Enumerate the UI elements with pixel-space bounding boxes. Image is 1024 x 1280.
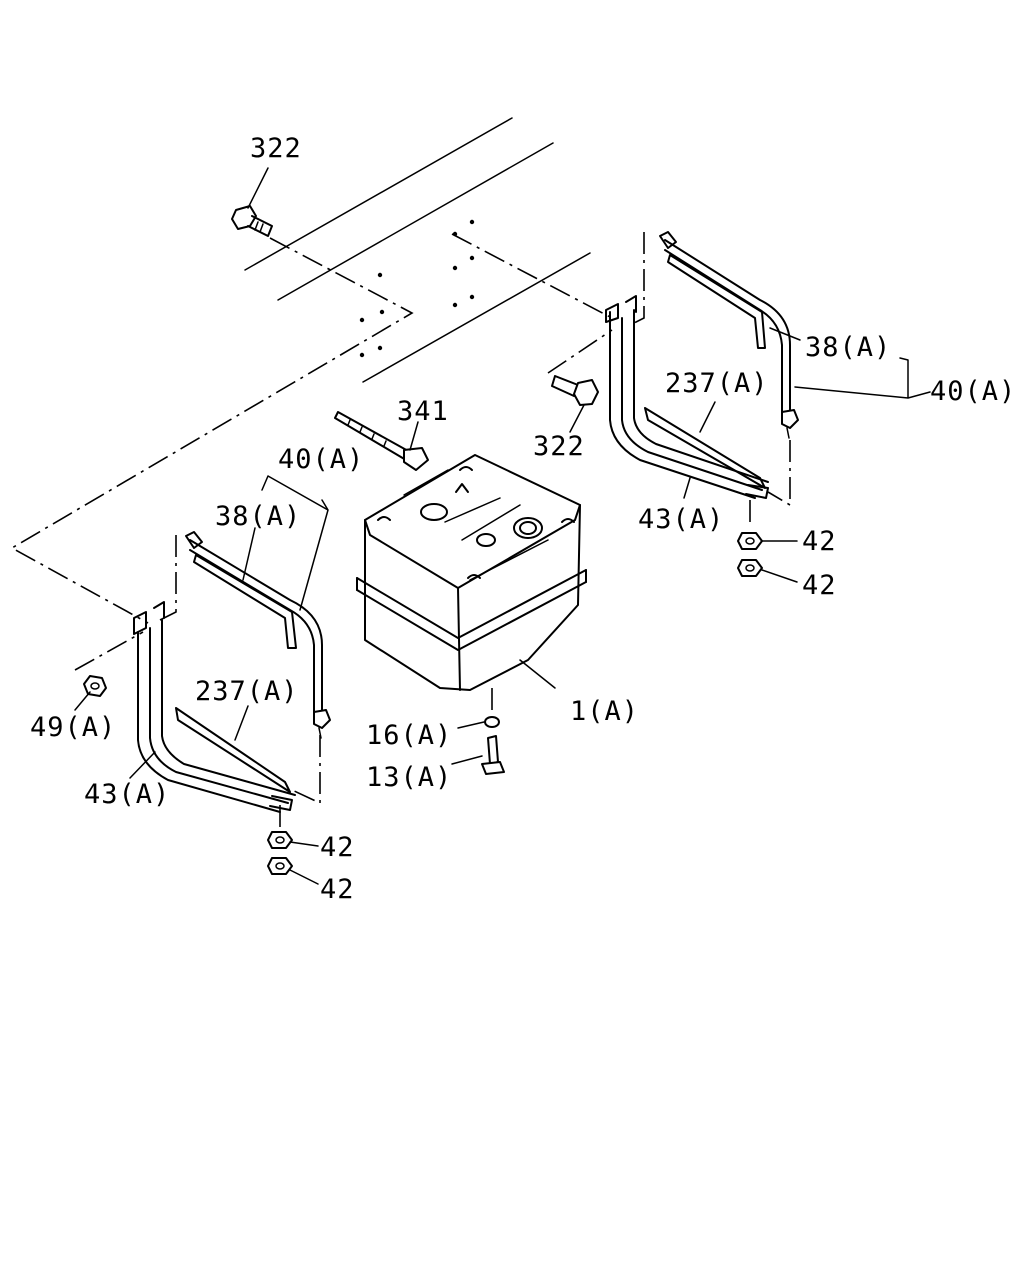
label-drain-bolt: 13(A) bbox=[366, 762, 452, 793]
nut-icon bbox=[267, 831, 293, 849]
drain-bolt-icon bbox=[481, 735, 505, 775]
label-nut-left-1: 42 bbox=[320, 832, 355, 863]
label-band-right-40: 40(A) bbox=[930, 376, 1016, 407]
label-band-left-38: 38(A) bbox=[215, 501, 301, 532]
leader-lines bbox=[74, 167, 931, 885]
washer-icon bbox=[484, 716, 500, 728]
assembly-lines bbox=[10, 232, 791, 828]
nut-icon bbox=[83, 675, 107, 697]
label-bracket-right-237: 237(A) bbox=[665, 368, 769, 399]
label-nut-right-1: 42 bbox=[802, 526, 837, 557]
label-bracket-left-237: 237(A) bbox=[195, 676, 299, 707]
bolt-right-icon bbox=[551, 375, 599, 406]
nut-icon bbox=[737, 532, 763, 550]
label-bolt-top: 322 bbox=[250, 133, 302, 164]
band-left-icon bbox=[185, 531, 331, 739]
band-right-icon bbox=[659, 231, 799, 439]
label-tank: 1(A) bbox=[570, 696, 639, 727]
label-washer: 16(A) bbox=[366, 720, 452, 751]
label-band-right-38: 38(A) bbox=[805, 332, 891, 363]
nut-icon bbox=[267, 857, 293, 875]
label-band-left-40: 40(A) bbox=[278, 444, 364, 475]
label-nut-left-49: 49(A) bbox=[30, 712, 116, 743]
label-bracket-right-43: 43(A) bbox=[638, 504, 724, 535]
bracket-right-icon bbox=[605, 295, 769, 499]
label-bracket-left-43: 43(A) bbox=[84, 779, 170, 810]
callout-labels: 322 322 341 38(A) 40(A) 237(A) 43(A) 42 … bbox=[30, 133, 1016, 905]
bracket-left-icon bbox=[133, 601, 296, 813]
fuel-tank-icon bbox=[356, 454, 587, 691]
bolt-top-icon bbox=[231, 205, 273, 237]
label-bolt-right: 322 bbox=[533, 431, 585, 462]
tie-strap-icon bbox=[334, 411, 429, 471]
label-tie-strap: 341 bbox=[397, 396, 449, 427]
label-nut-right-2: 42 bbox=[802, 570, 837, 601]
label-nut-left-2: 42 bbox=[320, 874, 355, 905]
frame-rail bbox=[244, 117, 591, 383]
nut-icon bbox=[737, 559, 763, 577]
